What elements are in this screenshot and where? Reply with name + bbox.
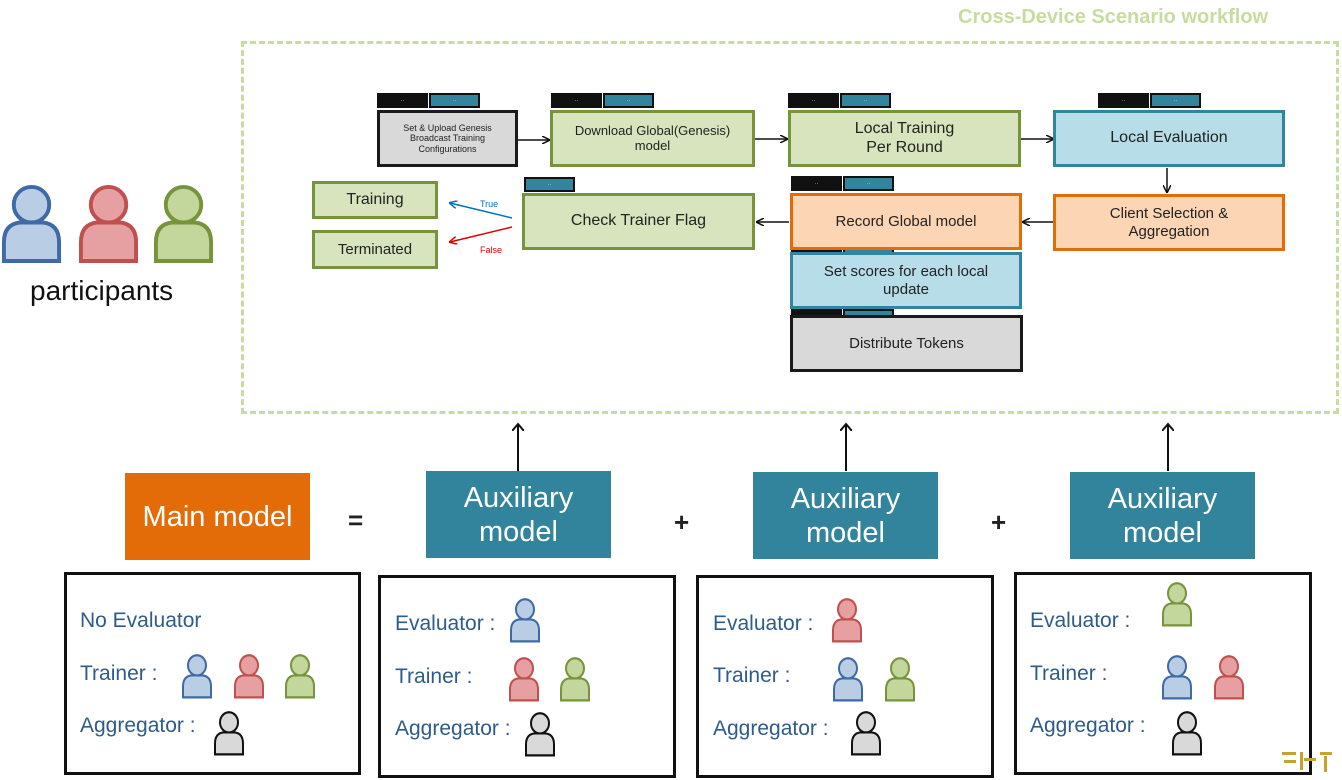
person-icon [831, 597, 863, 643]
person-icon [850, 710, 882, 756]
person-icon [832, 656, 864, 702]
step-check-trainer-flag: Check Trainer Flag [522, 193, 755, 250]
trainer-label: Trainer : [395, 665, 473, 688]
person-icon [284, 653, 316, 699]
evaluator-label: Evaluator : [395, 612, 496, 635]
person-icon [233, 653, 265, 699]
role-panel-aux3 [1014, 572, 1312, 775]
arrow-true [450, 203, 513, 219]
equals-sign: = [348, 505, 364, 535]
trainer-label: Trainer : [713, 664, 791, 687]
workflow-frame [241, 41, 1339, 414]
trainer-label: Trainer : [80, 662, 158, 685]
state-terminated: Terminated [312, 230, 438, 269]
trainer-label: Trainer : [1030, 662, 1108, 685]
person-icon [213, 710, 245, 756]
aggregator-label: Aggregator : [713, 717, 829, 740]
step-download-model: Download Global(Genesis) model [550, 110, 755, 167]
person-icon [152, 183, 215, 264]
step-set-scores: Set scores for each local update [790, 252, 1022, 309]
step-local-evaluation: Local Evaluation [1053, 110, 1285, 167]
tag-teal: ·· [603, 93, 654, 108]
person-icon [508, 656, 540, 702]
auxiliary-model-box-2: Auxiliary model [753, 472, 938, 559]
plus-sign: + [674, 507, 690, 537]
auxiliary-model-box-1: Auxiliary model [426, 471, 611, 558]
person-icon [1161, 654, 1193, 700]
person-icon [77, 183, 140, 264]
main-model-box: Main model [125, 473, 310, 560]
person-icon [1213, 654, 1245, 700]
tag-black: ·· [791, 176, 842, 191]
aggregator-label: Aggregator : [395, 717, 511, 740]
person-icon [1171, 710, 1203, 756]
auxiliary-model-box-3: Auxiliary model [1070, 472, 1255, 559]
tag-black: ·· [377, 93, 428, 108]
step-distribute-tokens: Distribute Tokens [790, 315, 1023, 372]
tag-teal: ·· [840, 93, 891, 108]
aggregator-label: Aggregator : [1030, 714, 1146, 737]
step-setup-genesis: Set & Upload Genesis Broadcast Training … [377, 110, 518, 167]
plus-sign: + [991, 507, 1007, 537]
aggregator-label: Aggregator : [80, 714, 196, 737]
tag-black: ·· [788, 93, 839, 108]
person-icon [524, 711, 556, 757]
tag-teal: ·· [843, 176, 894, 191]
watermark-logo [1282, 748, 1334, 780]
role-panel-main [64, 572, 361, 775]
evaluator-label: No Evaluator [80, 609, 202, 632]
person-icon [181, 653, 213, 699]
tag-black: ·· [551, 93, 602, 108]
state-training: Training [312, 181, 438, 219]
tag-teal: ·· [429, 93, 480, 108]
true-label: True [480, 199, 499, 209]
watermark-glyphs [1282, 752, 1332, 772]
step-local-training: Local Training Per Round [788, 110, 1021, 167]
participants-label: participants [30, 275, 174, 306]
tag-teal: ·· [1150, 93, 1201, 108]
evaluator-label: Evaluator : [713, 612, 814, 635]
person-icon [0, 183, 63, 264]
person-icon [884, 656, 916, 702]
step-record-global-model: Record Global model [790, 193, 1022, 250]
person-icon [509, 597, 541, 643]
person-icon [1161, 581, 1193, 627]
false-label: False [480, 245, 503, 255]
tag-black: ·· [1098, 93, 1149, 108]
tag-teal: ·· [524, 177, 575, 192]
arrow-false [450, 226, 513, 242]
person-icon [559, 656, 591, 702]
evaluator-label: Evaluator : [1030, 609, 1131, 632]
step-client-selection: Client Selection & Aggregation [1053, 194, 1285, 251]
workflow-title: Cross-Device Scenario workflow [958, 6, 1269, 28]
